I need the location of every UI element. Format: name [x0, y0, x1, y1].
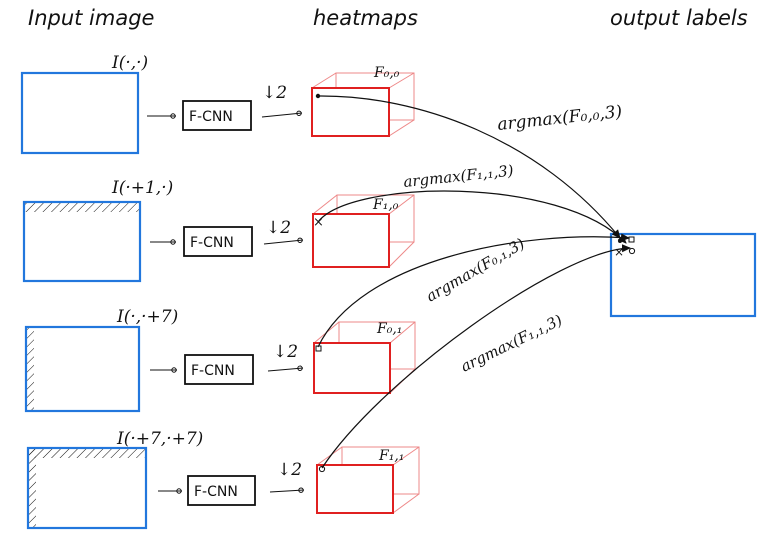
row-3: I(·,·+7) F-CNN ↓2 F₀,₁: [24, 307, 416, 413]
cnn-box-1: [182, 100, 252, 131]
heatmaps-header: heatmaps: [313, 6, 418, 30]
cnn-box-4: [187, 475, 256, 506]
output-marker-circle: [628, 247, 636, 255]
downsample-label-2: ↓2: [266, 218, 291, 238]
cnn-label-2: F-CNN: [190, 235, 234, 251]
input-label-3: I(·,·+7): [116, 307, 178, 327]
shading-top-2: [24, 202, 140, 212]
downsample-label-4: ↓2: [277, 460, 302, 480]
input-box-1: [20, 71, 140, 155]
cnn-label-3: F-CNN: [191, 363, 235, 379]
curve-argmax-1: [317, 95, 621, 239]
marker-circle-4: [318, 465, 326, 473]
argmax-label-4: argmax(F₁,₁,3): [458, 311, 565, 376]
heatmap-stack-2: [312, 194, 415, 268]
input-label-4: I(·+7,·+7): [116, 429, 203, 449]
output-box: [609, 232, 757, 318]
heatmap-stack-4: [316, 446, 420, 514]
argmax-label-2: argmax(F₁,₁,3): [403, 162, 515, 191]
input-label-1: I(·,·): [111, 53, 148, 73]
heatmap-front-2: [312, 213, 390, 268]
curve-argmax-3: [317, 233, 630, 348]
heatmap-front-4: [316, 464, 394, 514]
cnn-box-2: [183, 226, 253, 257]
heatmap-stack-1: [311, 72, 415, 137]
shading-left-4: [28, 448, 36, 528]
cnn-label-1: F-CNN: [189, 109, 233, 125]
output-labels-header: output labels: [610, 6, 748, 30]
cnn-box-3: [184, 354, 254, 385]
output-marker-dot: [618, 239, 622, 243]
row-1: I(·,·) F-CNN ↓2 F₀,₀: [20, 53, 415, 155]
input-box-4: [26, 446, 148, 530]
output-block: ×: [609, 232, 757, 318]
heatmap-front-3: [313, 342, 391, 394]
heatmap-label-1: F₀,₀: [373, 65, 400, 81]
input-image-header: Input image: [28, 6, 155, 30]
argmax-label-1: argmax(F₀,₀,3): [496, 102, 623, 135]
heatmap-front-1: [311, 87, 390, 137]
row-4: I(·+7,·+7) F-CNN ↓2 F₁,₁: [26, 429, 420, 530]
shading-left-3: [26, 327, 34, 411]
input-label-2: I(·+1,·): [111, 178, 173, 198]
heatmap-label-2: F₁,₀: [372, 197, 399, 213]
heatmap-label-3: F₀,₁: [376, 321, 402, 337]
heatmap-label-4: F₁,₁: [378, 448, 404, 464]
shading-top-4: [28, 448, 146, 458]
arrow-cnn-heatmap-1: [261, 110, 303, 118]
output-marker-cross: ×: [614, 245, 624, 259]
input-box-3: [24, 325, 141, 413]
downsample-label-1: ↓2: [262, 83, 287, 103]
cnn-label-4: F-CNN: [194, 484, 238, 500]
curve-argmax-4: [321, 244, 631, 469]
curve-argmax-2: [317, 190, 627, 244]
output-marker-square: [628, 236, 635, 243]
arrow-cnn-heatmap-3: [267, 365, 304, 372]
arrow-cnn-heatmap-2: [263, 237, 304, 245]
arrow-cnn-heatmap-4: [269, 487, 305, 493]
heatmap-stack-3: [313, 321, 416, 394]
marker-cross-2: ×: [313, 215, 324, 230]
argmax-label-3: argmax(F₀,₁,3): [423, 235, 528, 306]
downsample-label-3: ↓2: [273, 342, 298, 362]
row-2: I(·+1,·) F-CNN ↓2 F₁,₀ ×: [22, 178, 415, 283]
input-box-2: [22, 200, 142, 283]
